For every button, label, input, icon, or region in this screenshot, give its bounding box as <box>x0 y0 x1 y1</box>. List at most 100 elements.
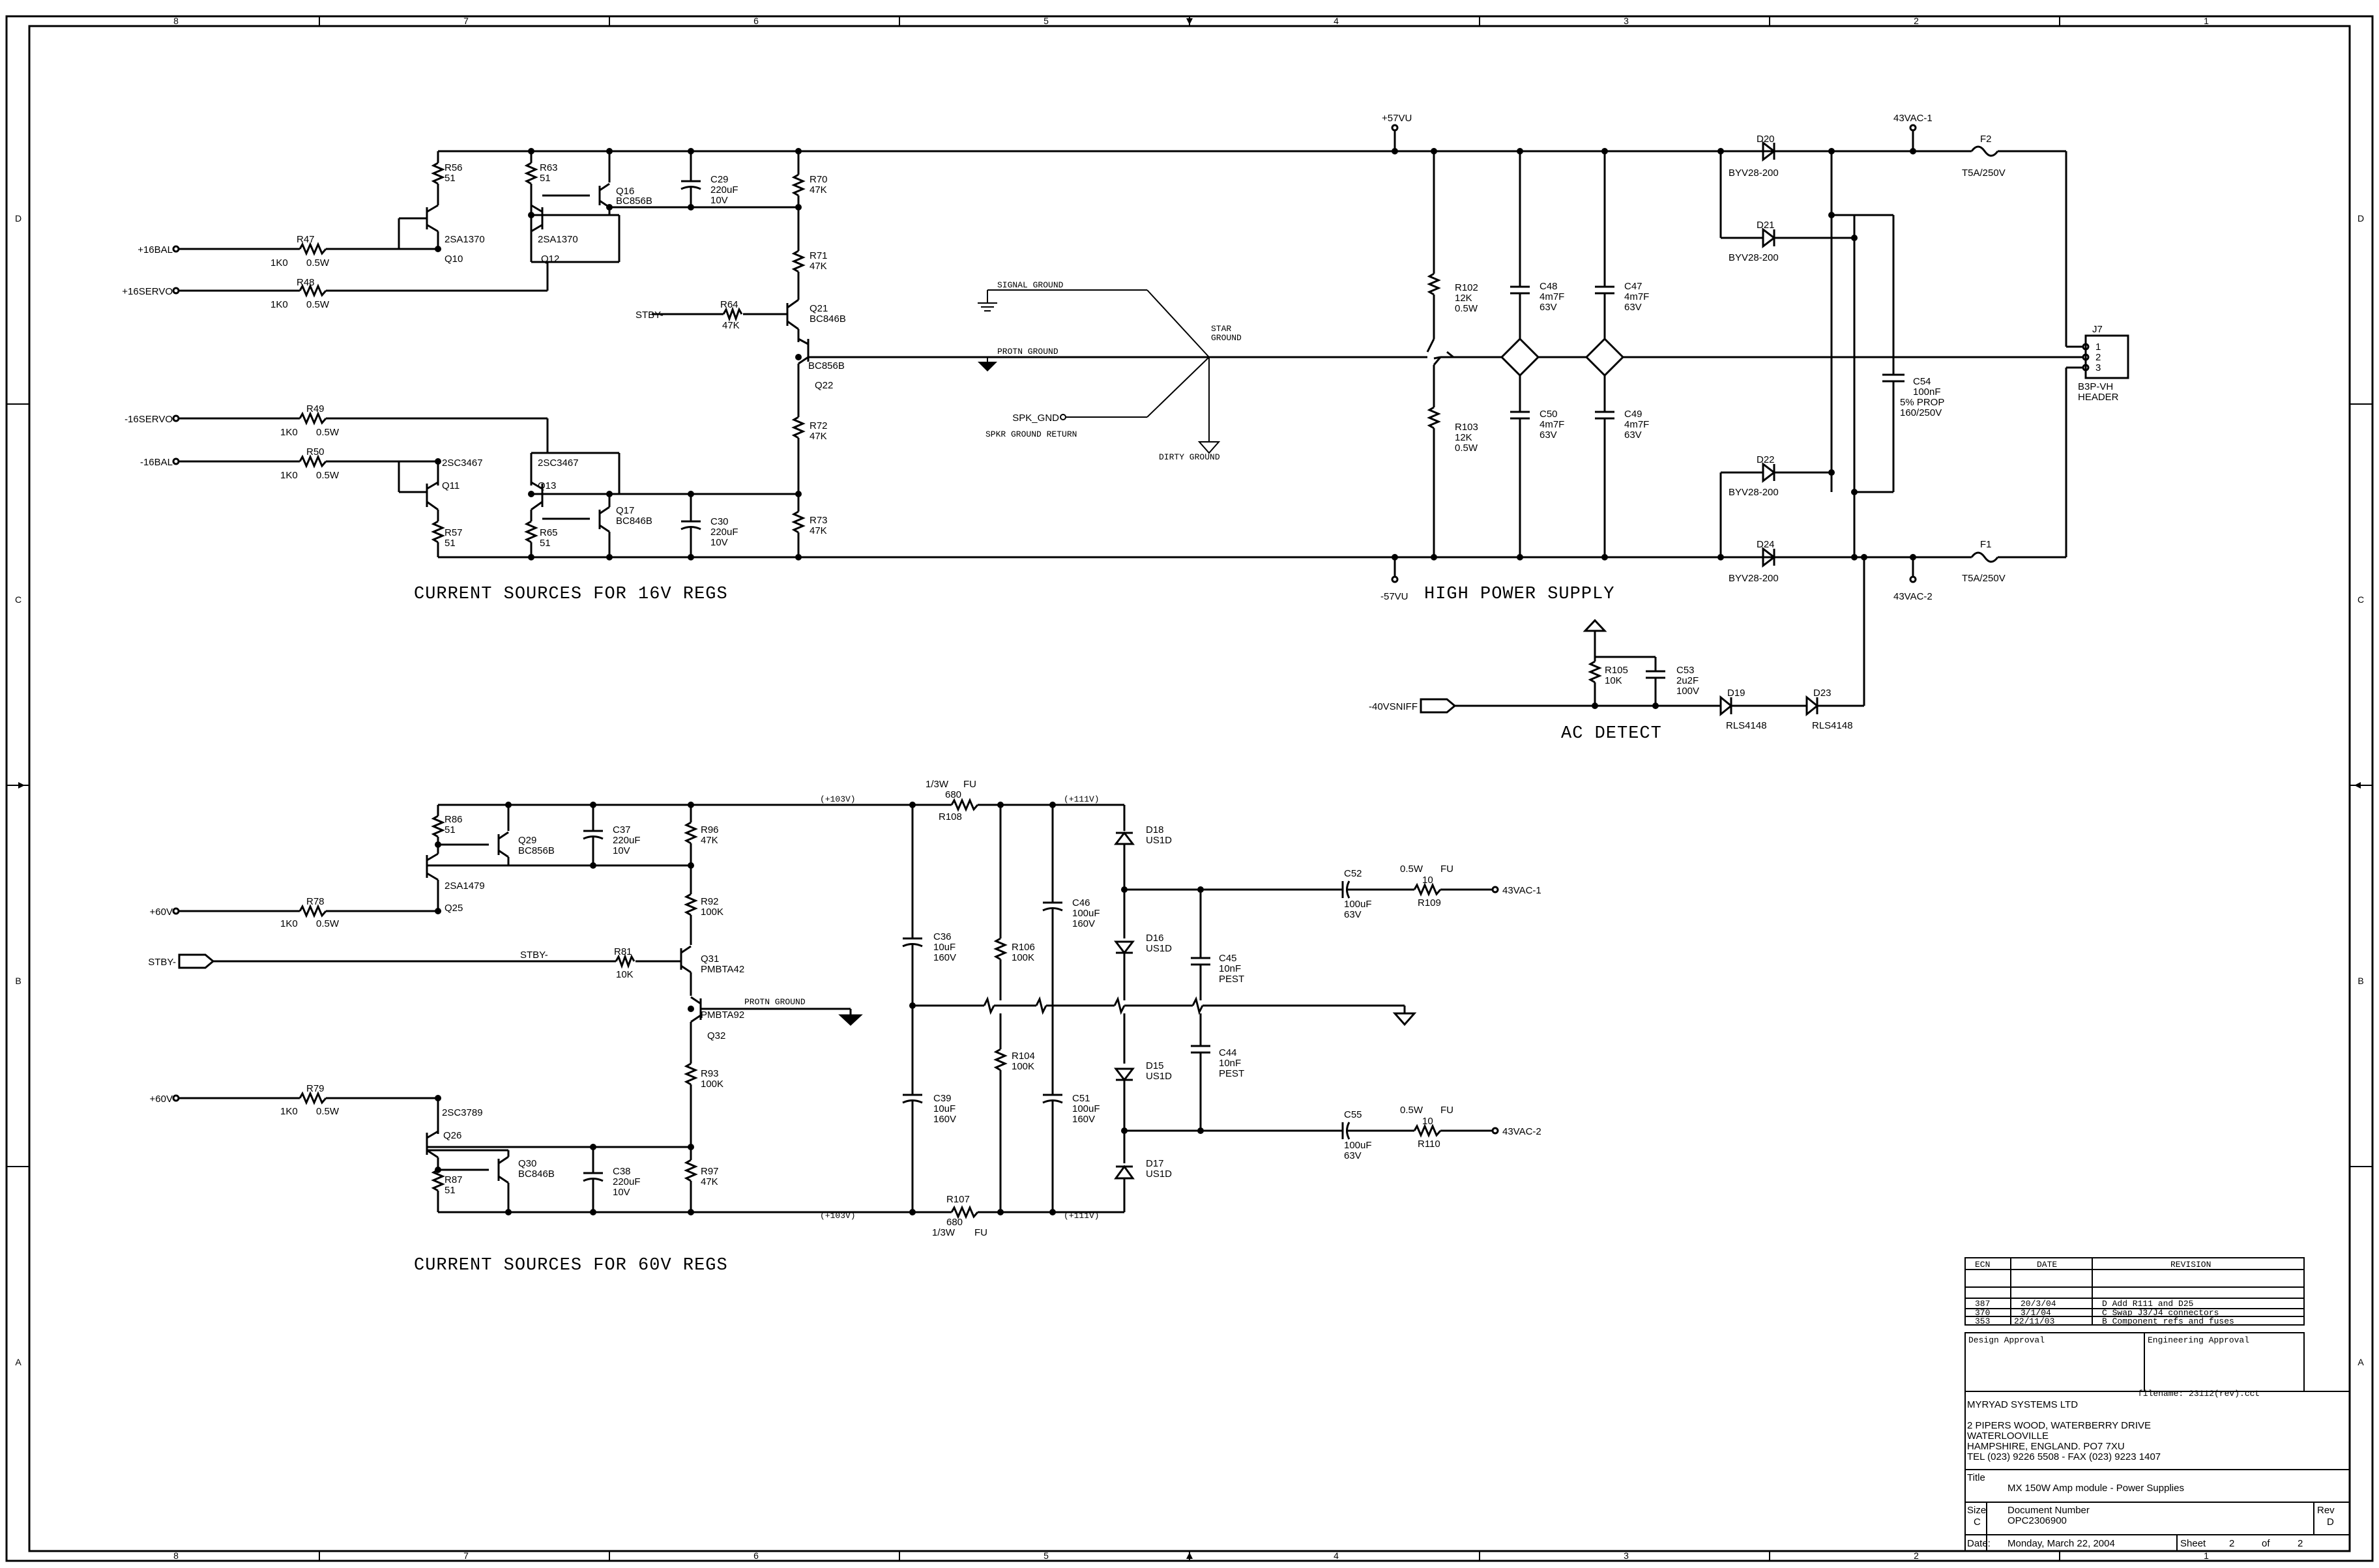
part-label: Q16 <box>616 186 634 197</box>
part-label: 10nF <box>1219 963 1241 974</box>
net-label: SIGNAL GROUND <box>997 280 1064 290</box>
part-label: R65 <box>540 527 558 538</box>
part-label: Q25 <box>445 903 463 914</box>
part-label: R56 <box>445 162 463 173</box>
part-label: Q32 <box>707 1030 725 1041</box>
part-label: BYV28-200 <box>1729 167 1779 179</box>
part-label: R109 <box>1418 897 1441 908</box>
port-ac1-out: 43VAC-1 <box>1502 885 1541 896</box>
net-label: PROTN GROUND <box>997 347 1058 356</box>
part-label: 2 <box>2095 352 2101 363</box>
part-label: PMBTA92 <box>701 1009 744 1021</box>
sheet-label: Sheet <box>2180 1538 2206 1549</box>
part-label: R97 <box>701 1166 719 1177</box>
part-label: C36 <box>933 931 952 942</box>
revision-cell: 3/1/04 <box>2021 1308 2051 1318</box>
revision-header: REVISION <box>2170 1260 2211 1270</box>
section-title: HIGH POWER SUPPLY <box>1424 585 1614 604</box>
size-label: Size <box>1967 1505 1986 1516</box>
frame-row-right: A <box>2357 1357 2364 1367</box>
part-label: 0.5W <box>316 918 340 929</box>
part-label: 10K <box>1605 675 1622 686</box>
part-label: FU <box>963 779 976 790</box>
part-label: C37 <box>613 824 631 835</box>
frame-col-bottom: 5 <box>1044 1550 1049 1561</box>
net-label: GROUND <box>1211 333 1242 343</box>
part-label: C55 <box>1344 1109 1362 1120</box>
part-label: Q26 <box>443 1130 461 1141</box>
engineering-approval-label: Engineering Approval <box>2148 1335 2249 1345</box>
net-label: (+103V) <box>820 1211 856 1221</box>
net-label: 43VAC-1 <box>1893 113 1933 124</box>
part-label: 100V <box>1676 686 1699 697</box>
frame-col-top: 6 <box>753 16 759 26</box>
drawing-frame: 8 7 6 5 4 3 2 1 8 7 6 5 4 3 2 1 D C B A … <box>5 15 2374 1562</box>
frame-col-bottom: 6 <box>753 1550 759 1561</box>
part-label: Q22 <box>815 380 833 391</box>
part-label: R73 <box>810 515 828 526</box>
design-approval-label: Design Approval <box>1968 1335 2045 1345</box>
revision-cell: 370 <box>1975 1308 1990 1318</box>
part-label: J7 <box>2092 324 2103 335</box>
part-label: D16 <box>1146 933 1164 944</box>
part-label: B3P-VH <box>2078 381 2113 392</box>
rev-label: Rev <box>2317 1505 2335 1516</box>
part-label: 12K <box>1455 432 1472 443</box>
part-label: C52 <box>1344 868 1362 879</box>
docnum-value: OPC2306900 <box>2007 1515 2067 1526</box>
frame-row-left: B <box>15 976 21 986</box>
part-label: FU <box>974 1227 987 1238</box>
part-label: 0.5W <box>316 1106 340 1117</box>
frame-row-right: B <box>2357 976 2363 986</box>
part-label: US1D <box>1146 835 1172 846</box>
part-label: 3 <box>2095 362 2101 373</box>
sheet-value: 2 <box>2229 1538 2234 1549</box>
part-label: D19 <box>1727 688 1745 699</box>
net-label: STAR <box>1211 324 1231 334</box>
part-label: 2SA1479 <box>445 880 485 892</box>
part-label: R110 <box>1418 1139 1440 1150</box>
part-label: 160/250V <box>1900 407 1942 418</box>
part-label: 0.5W <box>1400 864 1423 875</box>
part-label: Q12 <box>541 254 559 265</box>
part-label: 10V <box>710 537 728 548</box>
part-label: 220uF <box>710 184 738 196</box>
net-label: 43VAC-2 <box>1893 591 1933 602</box>
of-label: of <box>2262 1538 2270 1549</box>
part-label: PEST <box>1219 1068 1244 1079</box>
part-label: R93 <box>701 1068 719 1079</box>
part-label: BC846B <box>616 515 652 527</box>
part-label: 4m7F <box>1624 419 1649 430</box>
part-label: 680 <box>946 1217 963 1228</box>
part-label: 1 <box>2095 341 2101 353</box>
net-label: PROTN GROUND <box>744 997 806 1007</box>
part-label: R78 <box>306 896 325 907</box>
part-label: 1K0 <box>280 918 298 929</box>
part-label: 10 <box>1422 1116 1433 1127</box>
frame-row-left: A <box>15 1357 22 1367</box>
frame-col-bottom: 8 <box>173 1550 179 1561</box>
frame-row-right: D <box>2357 213 2364 224</box>
part-label: RLS4148 <box>1726 720 1767 731</box>
part-label: 63V <box>1344 909 1362 920</box>
part-label: Q13 <box>538 480 556 491</box>
part-label: R86 <box>445 814 463 825</box>
filename: filename: 23112(rev).cct <box>2138 1389 2260 1399</box>
part-label: 1/3W <box>926 779 949 790</box>
port-stby: STBY- <box>635 310 664 321</box>
part-label: R49 <box>306 403 325 414</box>
port-m16bal: -16BAL <box>140 457 173 468</box>
part-label: Q30 <box>518 1158 536 1169</box>
part-label: 100K <box>1012 1061 1034 1072</box>
part-label: 160V <box>933 952 956 963</box>
part-label: BC846B <box>518 1169 555 1180</box>
part-label: 51 <box>445 173 456 184</box>
part-label: C48 <box>1540 281 1558 292</box>
part-label: C53 <box>1676 665 1695 676</box>
part-label: BC856B <box>808 360 845 371</box>
part-label: 47K <box>701 1176 718 1187</box>
part-label: R96 <box>701 824 719 835</box>
part-label: 2SA1370 <box>445 234 485 245</box>
section-title: CURRENT SOURCES FOR 60V REGS <box>414 1256 728 1275</box>
net-label: DIRTY GROUND <box>1159 452 1220 462</box>
